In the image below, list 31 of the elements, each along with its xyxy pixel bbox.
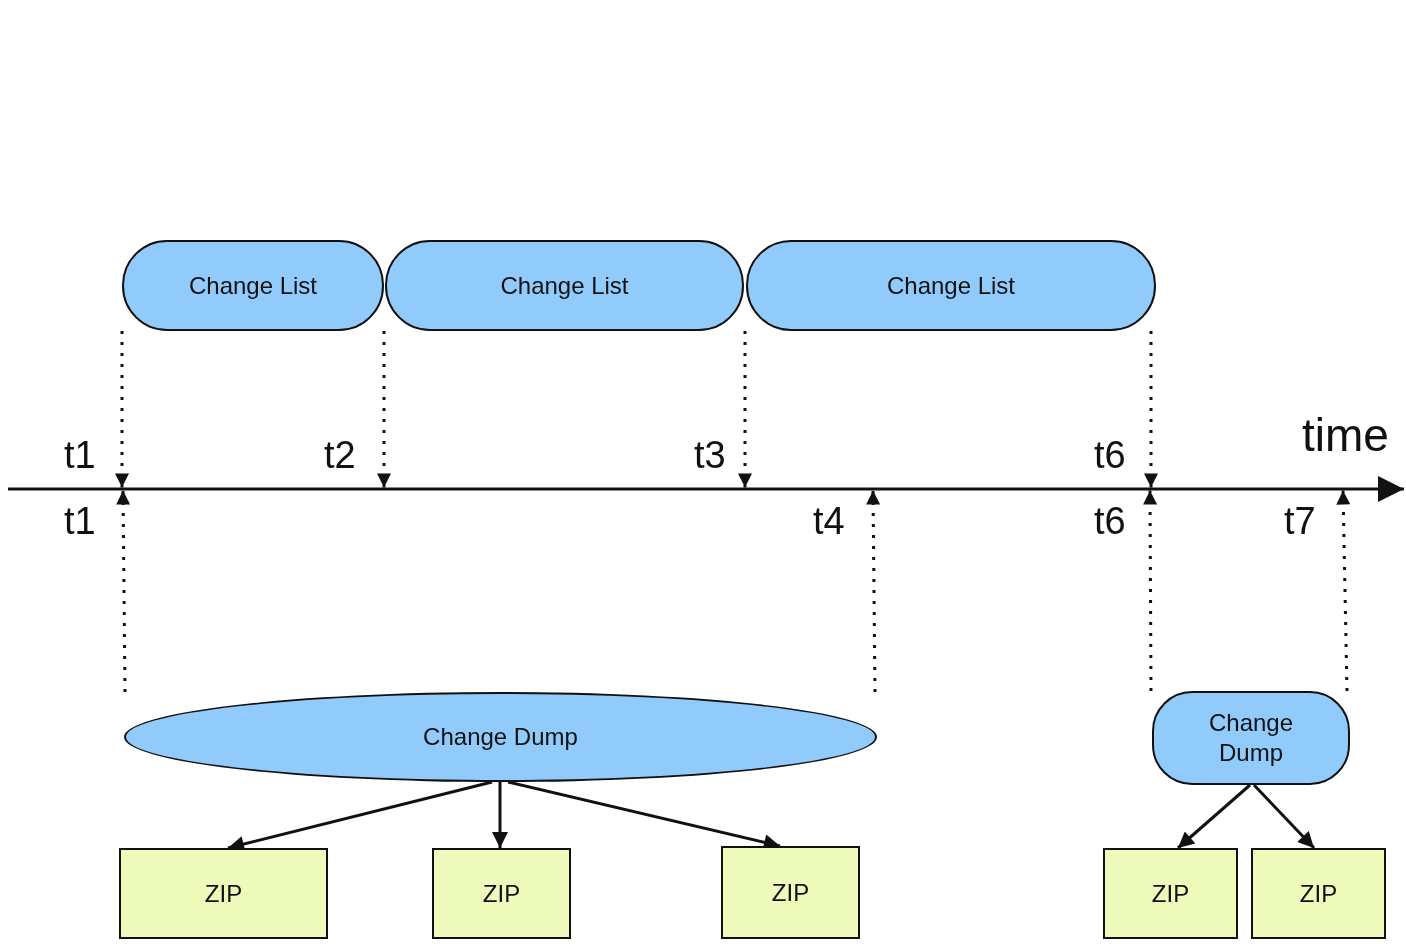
dotted-arrow (377, 331, 391, 488)
zip-box: ZIP (119, 848, 328, 939)
time-axis (8, 476, 1404, 502)
dotted-arrow (1143, 490, 1158, 691)
time-marker: t4 (813, 502, 845, 540)
time-marker: t1 (64, 502, 96, 540)
dotted-arrow (1336, 490, 1351, 692)
change-list-pill: Change List (385, 240, 744, 331)
change-dump-pill: Change Dump (124, 692, 877, 782)
change-list-pill: Change List (746, 240, 1156, 331)
zip-box: ZIP (1103, 848, 1238, 939)
time-marker: t2 (324, 436, 356, 474)
zip-box: ZIP (721, 846, 860, 939)
time-marker: t6 (1094, 502, 1126, 540)
dotted-arrow (866, 490, 881, 692)
change-dump-pill: Change Dump (1152, 691, 1350, 785)
arrow (492, 782, 508, 848)
dotted-arrow (115, 331, 129, 488)
arrow (1177, 783, 1251, 850)
axis-label: time (1302, 412, 1389, 458)
zip-box: ZIP (1251, 848, 1386, 939)
time-marker: t1 (64, 436, 96, 474)
dotted-arrow (116, 490, 131, 692)
dotted-arrow (738, 331, 752, 488)
dotted-arrow (1144, 331, 1158, 488)
arrow (1252, 783, 1316, 850)
time-marker: t6 (1094, 436, 1126, 474)
time-marker: t3 (694, 436, 726, 474)
time-marker: t7 (1284, 502, 1316, 540)
change-list-pill: Change List (122, 240, 384, 331)
zip-box: ZIP (432, 848, 571, 939)
